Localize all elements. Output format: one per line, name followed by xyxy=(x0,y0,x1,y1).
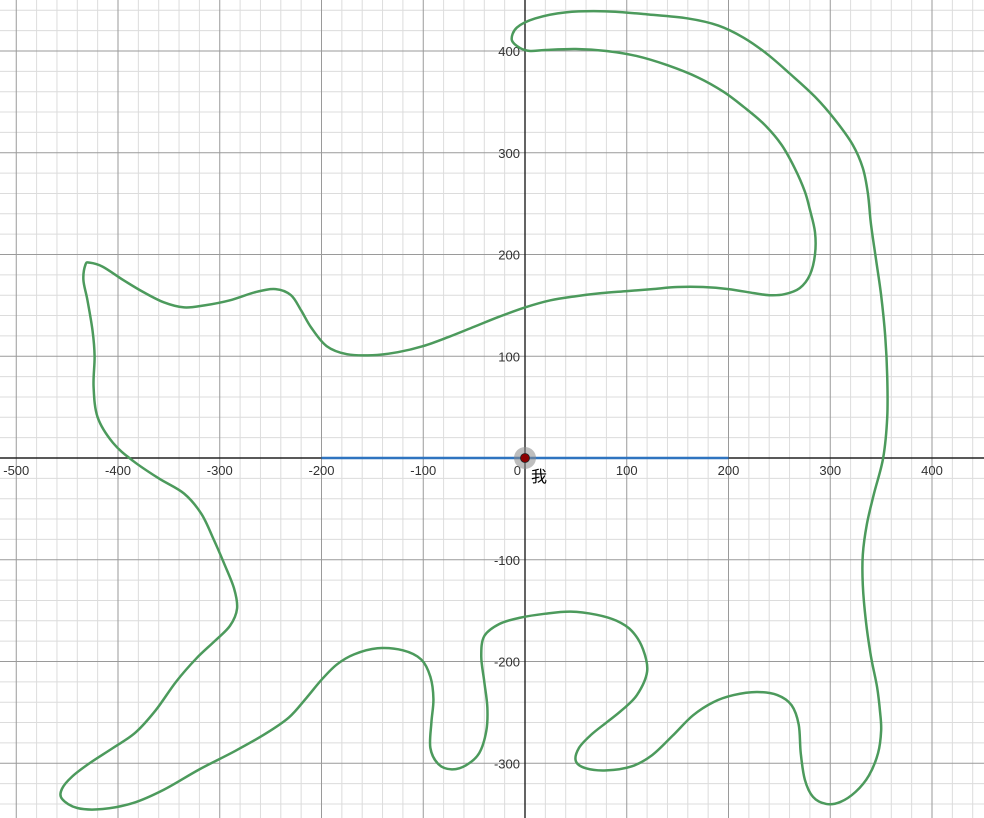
y-tick-labels: 400 300 200 100 -100 -200 -300 xyxy=(494,44,520,771)
y-tick-label: 200 xyxy=(498,248,520,263)
point-label: 我 xyxy=(531,467,547,486)
labeled-points[interactable]: 我 xyxy=(514,447,547,486)
y-tick-label: 100 xyxy=(498,349,520,364)
origin-point-marker[interactable] xyxy=(520,453,530,463)
x-tick-label: 100 xyxy=(616,463,638,478)
y-tick-label: 300 xyxy=(498,146,520,161)
x-tick-label: -300 xyxy=(207,463,233,478)
x-tick-label: -400 xyxy=(105,463,131,478)
y-tick-label: -100 xyxy=(494,553,520,568)
x-tick-label: 0 xyxy=(514,463,521,478)
x-tick-label: 300 xyxy=(819,463,841,478)
y-tick-label: -200 xyxy=(494,655,520,670)
x-tick-labels: -500 -400 -300 -200 -100 0 100 200 300 400 xyxy=(3,463,943,478)
plotted-curves[interactable] xyxy=(59,9,889,811)
x-tick-label: -500 xyxy=(3,463,29,478)
x-tick-label: -200 xyxy=(308,463,334,478)
x-tick-label: -100 xyxy=(410,463,436,478)
y-tick-label: -300 xyxy=(494,756,520,771)
green-cat-outline-curve[interactable] xyxy=(59,9,889,811)
x-tick-label: 400 xyxy=(921,463,943,478)
x-tick-label: 200 xyxy=(718,463,740,478)
y-tick-label: 400 xyxy=(498,44,520,59)
